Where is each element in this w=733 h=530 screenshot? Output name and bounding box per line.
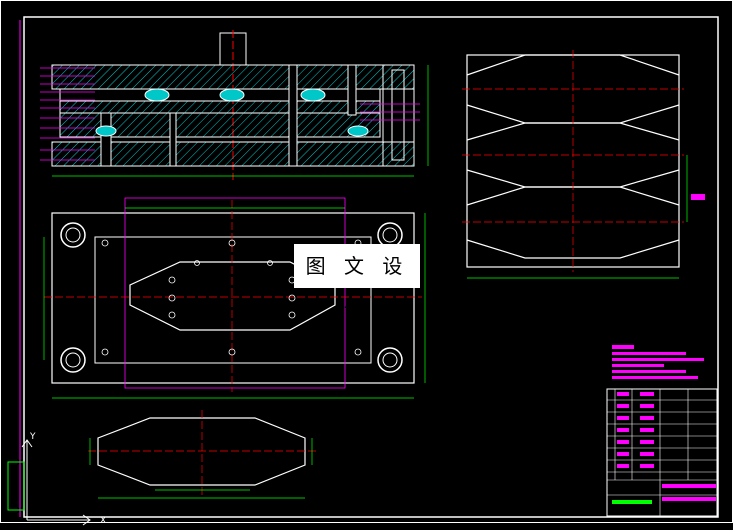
guide-pin-left [100, 112, 112, 167]
ucs-icon [7, 439, 91, 526]
part-drawing [88, 410, 318, 499]
technical-notes [612, 345, 704, 379]
punch-plate [59, 100, 381, 114]
die-base-outline [51, 212, 415, 384]
guide-hole [60, 222, 86, 248]
spring [347, 125, 369, 137]
y-axis-label: Y [30, 432, 36, 442]
lower-die-seat [51, 141, 415, 167]
frame-border [23, 16, 719, 518]
spring [144, 88, 170, 102]
spring [95, 125, 117, 137]
guide-hole [377, 347, 403, 373]
watermark-text: 图 文 设 计 [294, 244, 420, 322]
strip-layout [462, 50, 705, 279]
guide-block [382, 64, 415, 167]
part-outline [97, 417, 306, 486]
spring [300, 88, 326, 102]
title-block [606, 388, 718, 517]
plan-view [43, 197, 426, 399]
spring [219, 88, 245, 102]
x-axis-label: X [100, 516, 107, 526]
section-view [40, 30, 429, 180]
guide-hole [60, 347, 86, 373]
upper-die-seat [51, 64, 415, 90]
